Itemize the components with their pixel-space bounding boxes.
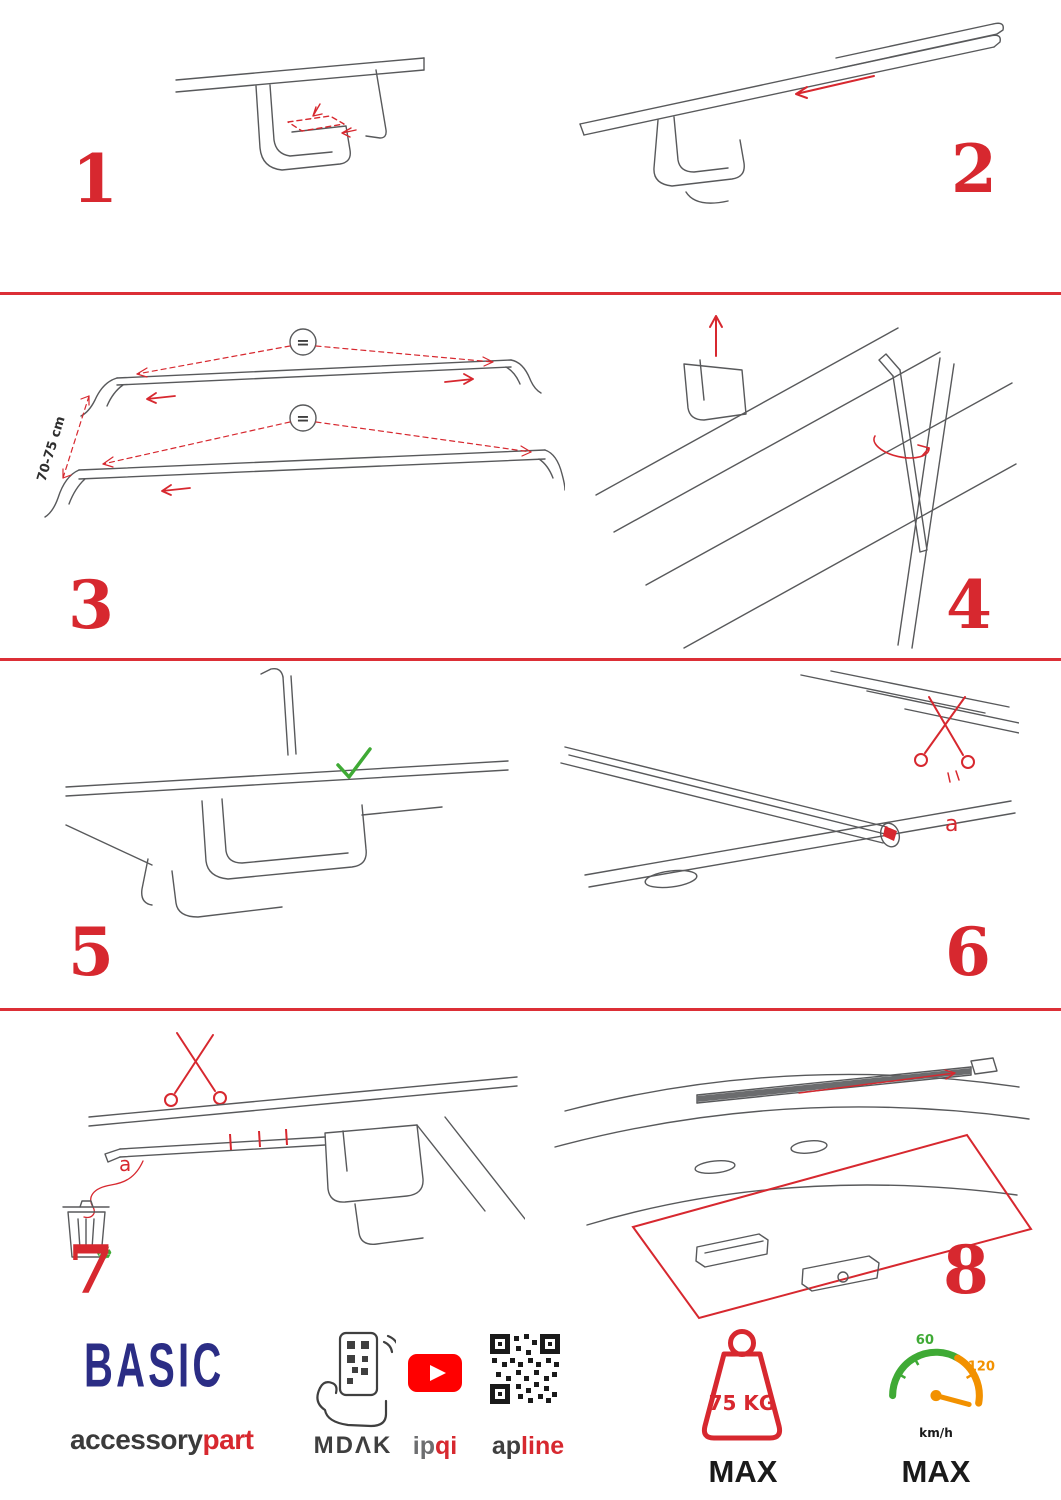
clamp-parts-drawing [695, 1233, 880, 1292]
max-speed-label: MAX [901, 1454, 971, 1489]
step-1-number: 1 [72, 140, 118, 218]
scissors-icon [914, 696, 975, 783]
roof-overview-drawing [554, 1057, 1030, 1226]
bar-end-drawing [560, 670, 1019, 889]
step-2: 2 [530, 0, 1061, 291]
rotate-arrow [873, 435, 930, 459]
step-7-number: 7 [68, 1231, 114, 1309]
recycle-icon: ♻ [95, 1240, 113, 1264]
partner-ipqi-label: ipqi [400, 1432, 470, 1461]
allen-key-icon [878, 353, 928, 553]
step-2-number: 2 [951, 130, 997, 208]
footer: BASIC accessorypart MDΛK [0, 1329, 1061, 1500]
step-8-illustration [554, 1057, 1033, 1320]
step-3-number: 3 [68, 566, 114, 644]
brand-subtitle-red: part [202, 1424, 254, 1455]
speed-tick-60: 60 [916, 1333, 934, 1348]
cut-label-a: a [119, 1152, 131, 1176]
step-8-number: 8 [943, 1231, 989, 1309]
step-1-illustration [175, 57, 425, 171]
step-5: 5 [0, 661, 545, 1008]
step-2-illustration [579, 22, 1004, 204]
step-1: 1 [0, 0, 530, 291]
divider [0, 292, 1061, 295]
step-5-number: 5 [68, 913, 114, 991]
bracket-check-drawing [65, 667, 509, 918]
speed-tick-120: 120 [968, 1359, 995, 1374]
max-weight-value: 75 KG [709, 1391, 776, 1415]
roof-rail-drawing [175, 57, 425, 171]
apline-black: ap [491, 1432, 522, 1460]
gauge-needle [933, 1393, 972, 1407]
divider [0, 1008, 1061, 1011]
trash-bin-icon [62, 1200, 110, 1258]
step-3: = = 70-75 cm 3 [0, 294, 565, 658]
step-8: 8 [545, 1011, 1061, 1330]
slide-direction-arrow [795, 75, 875, 99]
partner-apline-label: apline [478, 1432, 578, 1461]
scissors-icon [164, 1032, 227, 1107]
step-6-number: 6 [945, 913, 991, 991]
checkmark-icon [336, 747, 372, 779]
ipqi-red: qi [435, 1432, 458, 1460]
max-weight-icon: 75 KG [701, 1329, 783, 1441]
partner-mdak-label: MDΛK [313, 1432, 393, 1459]
detail-highlight-frame [631, 1133, 1033, 1320]
step-6: a 6 [545, 661, 1061, 1008]
trim-insert [883, 826, 897, 841]
brand-subtitle-black: accessory [70, 1424, 203, 1455]
bar-fill [697, 1068, 971, 1102]
strap-trim-drawing [88, 1076, 525, 1245]
brand-subtitle: accessorypart [70, 1424, 254, 1456]
max-weight-label: MAX [708, 1454, 778, 1489]
qr-code-icon [490, 1334, 560, 1404]
phone-qr-screen [347, 1341, 369, 1384]
step-7: a ♻ 7 [0, 1011, 545, 1330]
step-7-illustration: a ♻ [62, 1032, 525, 1264]
crossbars-spacing-drawing [44, 328, 565, 518]
spacing-guides [62, 345, 532, 496]
speedometer-icon: 60 120 km/h [889, 1333, 995, 1440]
step-4-illustration [595, 315, 1017, 649]
cut-marks [229, 1128, 288, 1151]
step-4-number: 4 [946, 566, 992, 644]
divider [0, 658, 1061, 661]
apline-red: line [521, 1432, 565, 1460]
equal-badge-front: = [296, 409, 309, 428]
crossbar-slide-drawing [579, 22, 1004, 204]
youtube-icon [408, 1354, 462, 1392]
pointer-line [798, 1069, 956, 1094]
step-6-illustration: a [560, 670, 1019, 889]
step-4: 4 [560, 294, 1061, 658]
ipqi-gray: ip [412, 1432, 435, 1460]
roof-frame-drawing [595, 327, 1017, 649]
brand-logo: BASIC [84, 1330, 225, 1401]
discard-line [83, 1160, 144, 1219]
step-5-illustration [65, 667, 509, 918]
speed-unit: km/h [919, 1426, 953, 1440]
cut-label-a: a [945, 812, 958, 837]
clamp-pad-highlight [287, 103, 357, 138]
equal-badge-rear: = [296, 333, 309, 352]
step-3-illustration: = = 70-75 cm [35, 328, 565, 518]
insert-arrow [709, 315, 723, 357]
phone-scan-icon [316, 1331, 396, 1428]
